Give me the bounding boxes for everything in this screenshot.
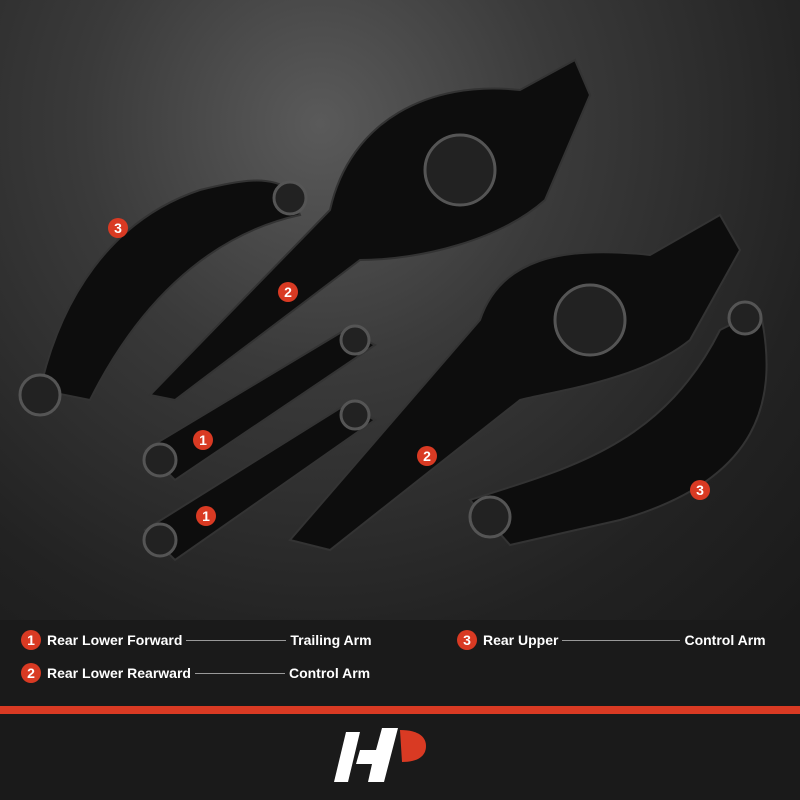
callout-badge-3: 3 <box>108 218 128 238</box>
callout-badge-1: 1 <box>193 430 213 450</box>
upper-control-arm-left <box>38 179 302 402</box>
legend-part-type: Control Arm <box>684 632 766 648</box>
callout-badge-2: 2 <box>417 446 437 466</box>
callout-badge-1: 1 <box>196 506 216 526</box>
legend-badge: 2 <box>21 663 41 683</box>
legend-item-1: 1 Rear Lower Forward Trailing Arm <box>21 630 372 650</box>
legend-part-name: Rear Lower Forward <box>47 632 183 648</box>
legend-badge: 3 <box>457 630 477 650</box>
legend-part-name: Rear Upper <box>483 632 559 648</box>
legend-divider <box>186 639 287 641</box>
callout-badge-2: 2 <box>278 282 298 302</box>
lower-rearward-arm-right <box>288 213 742 552</box>
control-arms-illustration <box>18 58 768 562</box>
accent-divider-bar <box>0 706 800 714</box>
callout-badge-3: 3 <box>690 480 710 500</box>
legend-part-name: Rear Lower Rearward <box>47 665 191 681</box>
brand-logo <box>334 728 426 782</box>
legend-badge: 1 <box>21 630 41 650</box>
legend-part-type: Control Arm <box>288 665 371 681</box>
legend-part-type: Trailing Arm <box>290 632 372 648</box>
product-photo: 3 2 1 1 2 3 <box>0 0 800 620</box>
legend-divider <box>194 672 285 674</box>
legend-item-3: 3 Rear Upper Control Arm <box>457 630 766 650</box>
legend-item-2: 2 Rear Lower Rearward Control Arm <box>21 663 370 683</box>
legend-divider <box>562 639 681 641</box>
